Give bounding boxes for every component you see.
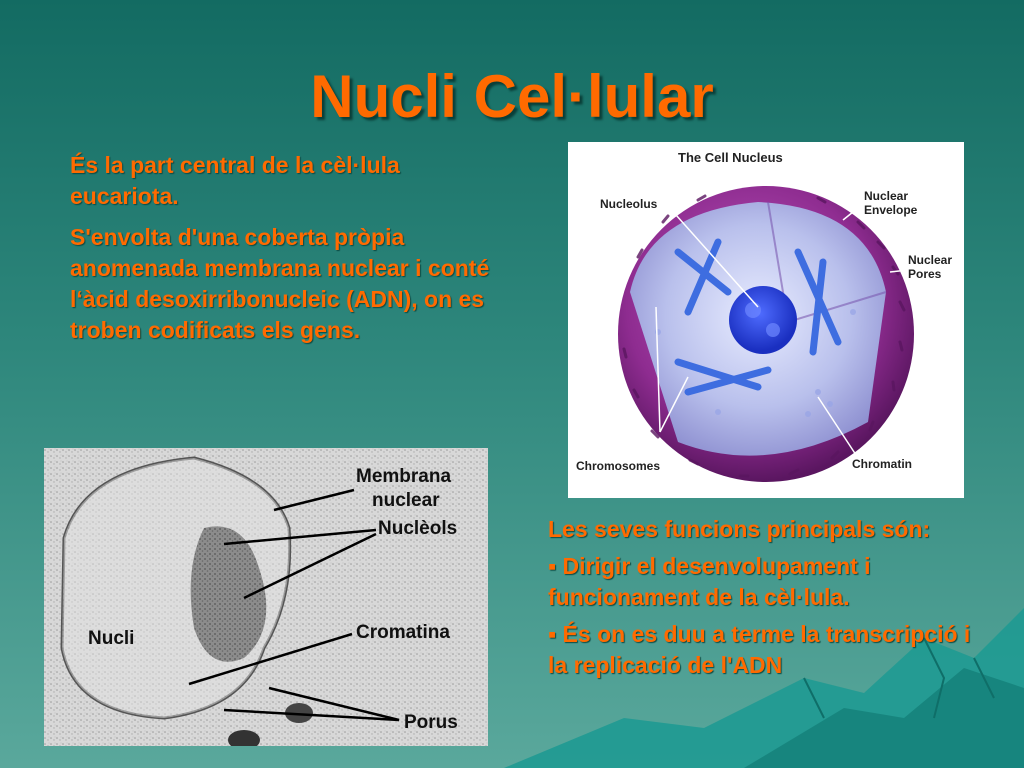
label-nuclear-envelope-line1: Nuclear (864, 189, 908, 203)
label-cromatina: Cromatina (356, 622, 450, 643)
nucleolus-shape (729, 286, 797, 354)
label-porus: Porus (404, 712, 458, 733)
mountains-decoration (504, 608, 1024, 768)
micrograph-arrows (188, 488, 400, 722)
label-chromatin: Chromatin (852, 457, 912, 471)
slide-title: Nucli Cel·lular (310, 63, 714, 130)
intro-text: És la part central de la cèl·lula eucari… (70, 150, 510, 356)
functions-text: Les seves funcions principals són: ▪ Dir… (548, 514, 978, 687)
cell-nucleus-illustration: The Cell Nucleus (576, 150, 952, 482)
intro-paragraph-2: S'envolta d'una coberta pròpia anomenada… (70, 224, 490, 343)
label-nucleolus: Nucleolus (600, 197, 658, 211)
label-membrana-line2: nuclear (372, 490, 440, 511)
label-nucli: Nucli (88, 628, 134, 649)
label-nuclear-pores-line2: Pores (908, 267, 942, 281)
label-membrana-line1: Membrana (356, 466, 451, 487)
nucleus-micrograph: Membrana nuclear Nuclèols Nucli Cromatin… (44, 448, 488, 746)
chromatin-shape (655, 309, 856, 417)
function-item-2: ▪ És on es duu a terme la transcripció i… (548, 621, 971, 678)
micrograph-nucleolus (190, 526, 267, 662)
label-chromosomes: Chromosomes (576, 459, 660, 473)
functions-heading: Les seves funcions principals són: (548, 516, 931, 542)
micrograph-illustration: Membrana nuclear Nuclèols Nucli Cromatin… (44, 448, 488, 746)
label-nucleols: Nuclèols (378, 518, 457, 539)
nuclear-pores (622, 194, 906, 478)
chromosomes-shape (674, 238, 842, 396)
intro-paragraph-1: És la part central de la cèl·lula eucari… (70, 152, 400, 209)
label-nuclear-envelope-line2: Envelope (864, 203, 918, 217)
cell-nucleus-diagram: The Cell Nucleus (568, 142, 964, 498)
label-nuclear-pores-line1: Nuclear (908, 253, 952, 267)
leader-lines (655, 203, 909, 459)
function-item-1: ▪ Dirigir el desenvolupament i funcionam… (548, 553, 871, 610)
diagram-title: The Cell Nucleus (678, 150, 783, 165)
